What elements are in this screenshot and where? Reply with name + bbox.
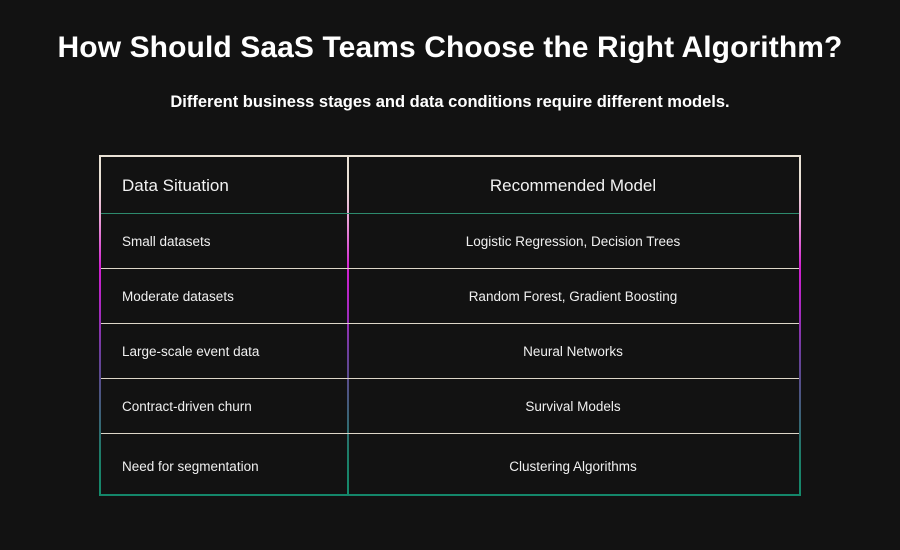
table-bottom-edge xyxy=(101,494,799,496)
table-row[interactable]: Moderate datasets Random Forest, Gradien… xyxy=(101,269,799,324)
row-separator xyxy=(101,432,799,434)
table-top-edge xyxy=(101,155,799,157)
cell-data-situation: Small datasets xyxy=(122,234,211,249)
cell-recommended-model: Survival Models xyxy=(525,399,621,414)
table-row[interactable]: Need for segmentation Clustering Algorit… xyxy=(101,434,799,498)
row-separator xyxy=(101,267,799,269)
table-row[interactable]: Small datasets Logistic Regression, Deci… xyxy=(101,214,799,269)
cell-data-situation: Large-scale event data xyxy=(122,344,260,359)
cell-recommended-model: Random Forest, Gradient Boosting xyxy=(468,289,678,304)
cell-recommended-model: Logistic Regression, Decision Trees xyxy=(465,234,681,249)
table-row[interactable]: Large-scale event data Neural Networks xyxy=(101,324,799,379)
column-divider xyxy=(347,157,349,494)
row-separator xyxy=(101,377,799,379)
recommendation-table: Data Situation Recommended Model Small d… xyxy=(99,155,801,496)
table-gradient-border: Data Situation Recommended Model Small d… xyxy=(99,155,801,496)
cell-data-situation: Moderate datasets xyxy=(122,289,234,304)
page-title: How Should SaaS Teams Choose the Right A… xyxy=(57,31,843,64)
table-row[interactable]: Contract-driven churn Survival Models xyxy=(101,379,799,434)
table-header-row: Data Situation Recommended Model xyxy=(101,157,799,214)
page-subtitle: Different business stages and data condi… xyxy=(170,93,730,111)
table-body: Data Situation Recommended Model Small d… xyxy=(101,155,799,496)
cell-data-situation: Need for segmentation xyxy=(122,458,259,474)
column-header-recommended-model: Recommended Model xyxy=(489,175,657,195)
row-separator xyxy=(101,322,799,324)
column-header-data-situation: Data Situation xyxy=(122,175,229,195)
header-separator xyxy=(101,212,799,214)
cell-data-situation: Contract-driven churn xyxy=(122,399,252,414)
cell-recommended-model: Clustering Algorithms xyxy=(509,458,637,474)
table-rows: Data Situation Recommended Model Small d… xyxy=(101,157,799,494)
cell-recommended-model: Neural Networks xyxy=(523,344,623,359)
